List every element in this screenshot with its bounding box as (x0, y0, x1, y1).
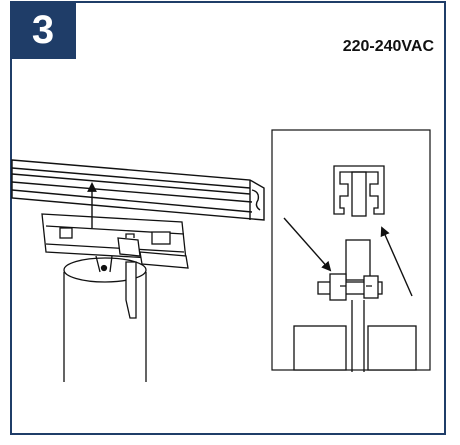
detail-panel (271, 129, 431, 372)
arrow-diagonal-icon (283, 217, 332, 272)
track-profile (333, 165, 385, 217)
track-adapter (41, 213, 189, 269)
luminaire-body (63, 255, 147, 382)
instruction-frame (10, 1, 446, 435)
arrow-diagonal-icon (380, 226, 413, 297)
voltage-label: 220-240VAC (342, 38, 434, 55)
track-rail (11, 159, 265, 221)
step-number-badge: 3 (10, 1, 76, 59)
connector-detail (293, 239, 417, 372)
